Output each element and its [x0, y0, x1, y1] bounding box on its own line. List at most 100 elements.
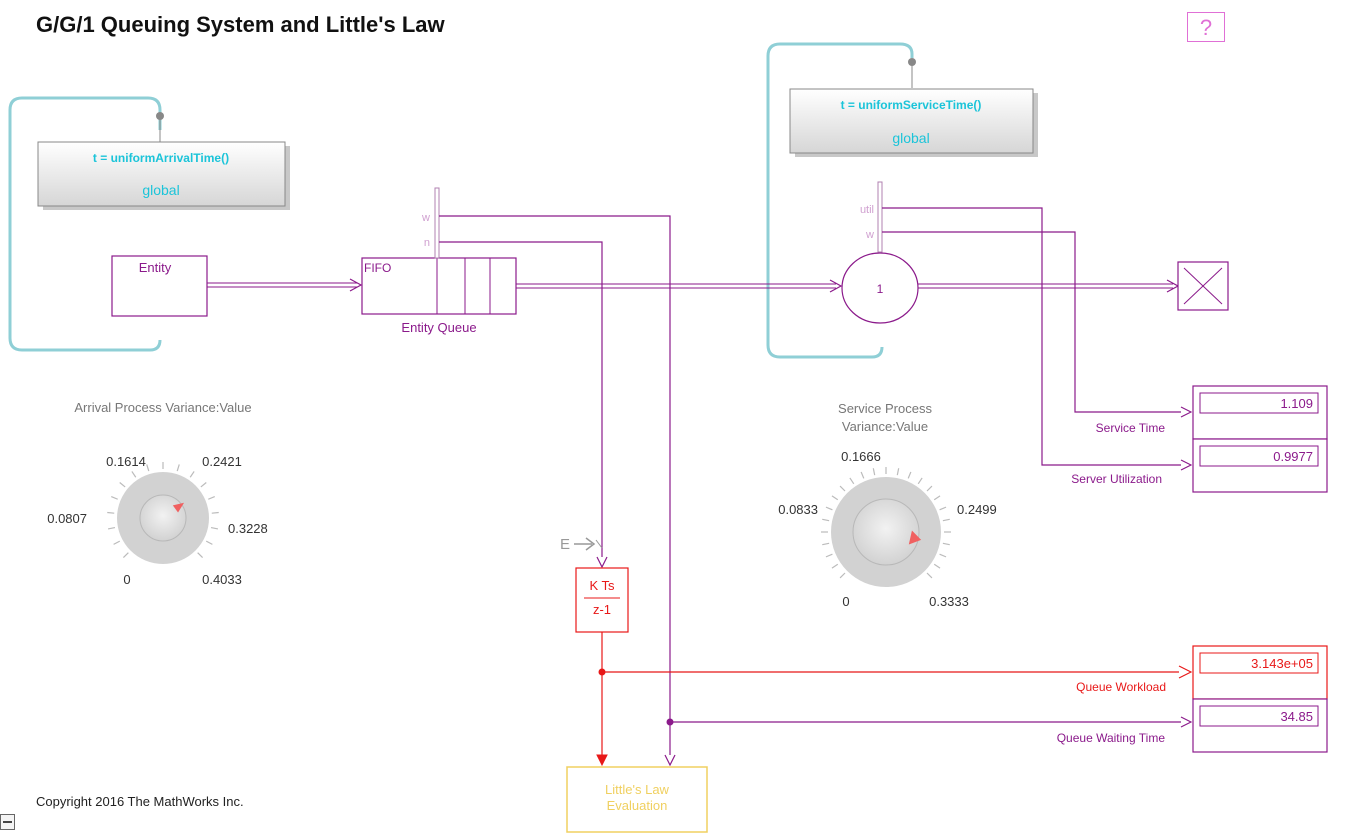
- service-time-label: Service Time: [1096, 421, 1166, 435]
- entity-generator-label: Entity: [139, 260, 172, 275]
- arrival-knob-title: Arrival Process Variance:Value: [74, 400, 251, 415]
- queue-port-n: n: [424, 237, 430, 249]
- knob-tick-mark: [131, 471, 137, 478]
- knob-tick-mark: [197, 552, 204, 559]
- service-function-block[interactable]: t = uniformServiceTime() global: [789, 88, 1038, 157]
- littles-law-line1: Little's Law: [605, 782, 670, 797]
- entity-terminator-block[interactable]: [1177, 261, 1229, 311]
- integrator-enable-port: E: [560, 536, 570, 553]
- knob-tick-mark: [107, 526, 116, 530]
- arrival-tick-3: 0.2421: [202, 454, 242, 469]
- service-fn-expr: t = uniformServiceTime(): [841, 98, 982, 112]
- service-fn-scope: global: [892, 130, 929, 146]
- knob-tick-mark: [205, 540, 213, 545]
- service-tick-4: 0.3333: [929, 594, 969, 609]
- server-utilization-value: 0.9977: [1273, 449, 1313, 464]
- service-variance-knob[interactable]: Service Process Variance:Value 0 0.0833 …: [778, 401, 997, 609]
- knob-tick-mark: [896, 468, 900, 476]
- queue-port-w: w: [421, 212, 430, 224]
- knob-tick-mark: [211, 511, 219, 514]
- knob-tick-mark: [111, 496, 118, 500]
- arrival-fn-expr: t = uniformArrivalTime(): [93, 151, 229, 165]
- knob-tick-mark: [831, 495, 839, 501]
- arrival-variance-knob[interactable]: Arrival Process Variance:Value 0 0.0807 …: [47, 400, 268, 587]
- knob-tick-mark: [176, 464, 180, 472]
- queue-workload-value: 3.143e+05: [1251, 656, 1313, 671]
- queue-workload-display[interactable]: 3.143e+05 Queue Workload: [1076, 645, 1328, 700]
- server-utilization-label: Server Utilization: [1071, 472, 1162, 486]
- knob-tick-mark: [917, 477, 923, 485]
- service-tick-2: 0.1666: [841, 449, 881, 464]
- diagram-title: G/G/1 Queuing System and Little's Law: [36, 12, 445, 37]
- knob-tick-mark: [208, 496, 215, 500]
- knob-tick-mark: [825, 506, 833, 511]
- knob-tick-mark: [831, 563, 839, 569]
- knob-tick-mark: [942, 518, 950, 522]
- knob-tick-mark: [146, 464, 150, 472]
- entity-queue-block[interactable]: FIFO Entity Queue: [361, 257, 517, 335]
- service-tick-1: 0.0833: [778, 502, 818, 517]
- knob-tick-mark: [907, 471, 912, 479]
- knob-tick-mark: [939, 506, 947, 511]
- server-block[interactable]: 1: [841, 252, 919, 324]
- integrator-denominator: z-1: [593, 602, 611, 617]
- queue-workload-label: Queue Workload: [1076, 680, 1166, 694]
- server-utilization-display[interactable]: 0.9977 Server Utilization: [1071, 438, 1328, 493]
- knob-tick-mark: [822, 542, 830, 546]
- knob-tick-mark: [825, 553, 833, 558]
- knob-tick-mark: [113, 540, 121, 545]
- littles-law-block[interactable]: Little's Law Evaluation: [566, 766, 708, 833]
- arrival-tick-5: 0.4033: [202, 572, 242, 587]
- arrival-fn-scope: global: [142, 182, 179, 198]
- arrival-tick-0: 0: [123, 572, 130, 587]
- knob-tick-mark: [926, 572, 933, 579]
- server-port-w: w: [865, 229, 874, 241]
- knob-tick-mark: [200, 482, 207, 488]
- service-time-value: 1.109: [1280, 396, 1313, 411]
- service-knob-title-line1: Service Process: [838, 401, 932, 416]
- collapse-icon[interactable]: [0, 814, 15, 830]
- knob-tick-mark: [119, 482, 126, 488]
- knob-tick-mark: [926, 485, 933, 492]
- arrival-tick-4: 0.3228: [228, 521, 268, 536]
- queue-w-signal: [439, 215, 670, 764]
- service-time-display[interactable]: 1.109 Service Time: [1096, 385, 1328, 440]
- entity-generator-block[interactable]: Entity: [111, 255, 208, 317]
- service-knob-title-line2: Variance:Value: [842, 419, 928, 434]
- knob-tick-mark: [942, 542, 950, 546]
- arrival-function-block[interactable]: t = uniformArrivalTime() global: [37, 141, 290, 210]
- queue-waiting-time-display[interactable]: 34.85 Queue Waiting Time: [1057, 698, 1328, 753]
- knob-tick-mark: [839, 485, 846, 492]
- queue-name-label: Entity Queue: [401, 320, 476, 335]
- arrival-knob-pointer: [172, 502, 185, 513]
- integrator-numerator: K Ts: [589, 578, 615, 593]
- service-tick-0: 0: [842, 594, 849, 609]
- knob-tick-mark: [849, 477, 855, 485]
- service-knob-pointer: [908, 530, 922, 545]
- knob-tick-mark: [122, 552, 129, 559]
- arrival-loop: [8, 96, 162, 352]
- queue-type-label: FIFO: [364, 261, 391, 275]
- server-capacity: 1: [877, 282, 884, 296]
- server-w-signal: [882, 231, 1190, 412]
- knob-tick-mark: [822, 518, 830, 522]
- service-fn-port-icon: [908, 58, 916, 66]
- service-loop: [766, 42, 914, 359]
- knob-tick-mark: [839, 572, 846, 579]
- knob-tick-mark: [933, 563, 941, 569]
- knob-tick-mark: [107, 511, 115, 514]
- arrival-tick-2: 0.1614: [106, 454, 146, 469]
- arrival-tick-1: 0.0807: [47, 511, 87, 526]
- discrete-integrator-block[interactable]: K Ts z-1: [575, 567, 629, 633]
- help-button[interactable]: ?: [1187, 12, 1225, 42]
- knob-tick-mark: [872, 468, 876, 476]
- knob-tick-mark: [210, 526, 219, 530]
- littles-law-line2: Evaluation: [607, 798, 668, 813]
- server-port-util: util: [860, 204, 874, 216]
- queue-waiting-time-value: 34.85: [1280, 709, 1313, 724]
- service-tick-3: 0.2499: [957, 502, 997, 517]
- queue-n-signal: [439, 241, 602, 566]
- knob-tick-mark: [860, 471, 865, 479]
- queue-waiting-time-label: Queue Waiting Time: [1057, 731, 1166, 745]
